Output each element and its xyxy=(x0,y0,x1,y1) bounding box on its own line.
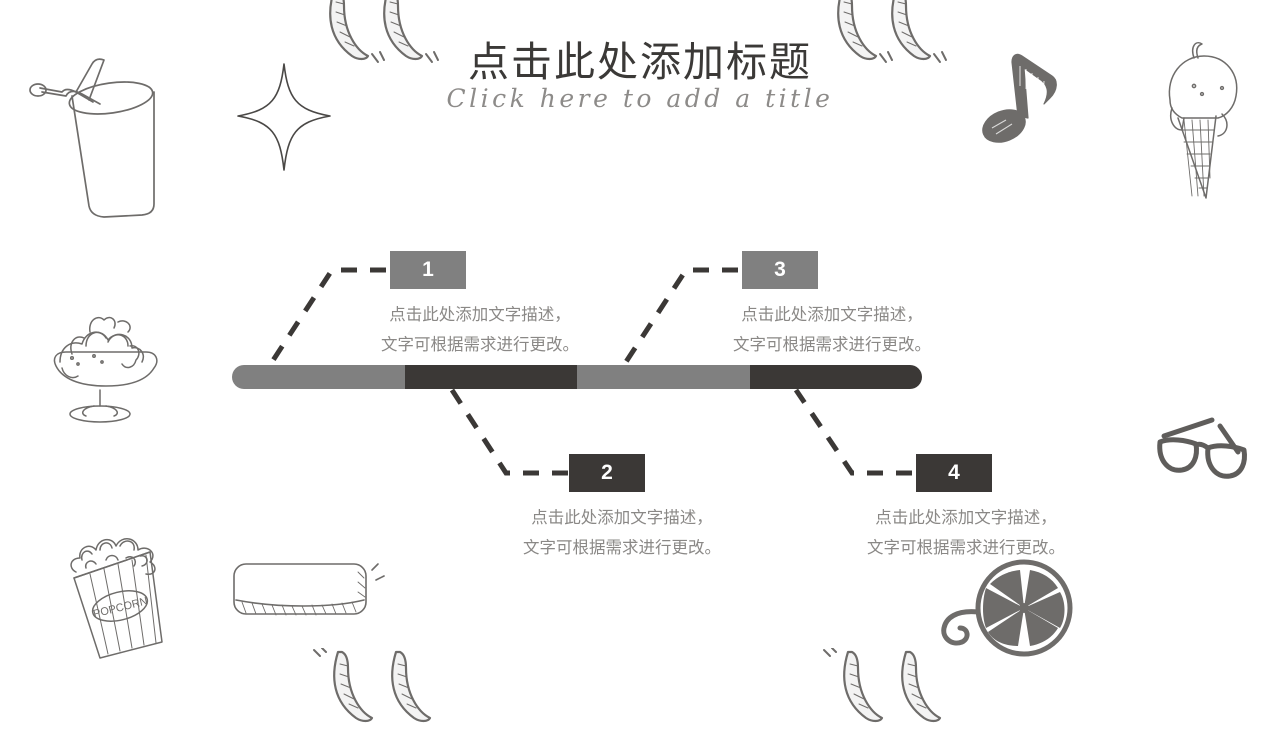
film-reel-doodle xyxy=(922,556,1082,666)
step-description-1[interactable]: 点击此处添加文字描述， 文字可根据需求进行更改。 xyxy=(330,300,630,360)
step-number-chip-4[interactable]: 4 xyxy=(916,454,992,492)
title-english: Click here to add a title xyxy=(446,84,834,113)
banana-pair-doodle-bottom-left xyxy=(312,648,452,730)
step-description-3-line2: 文字可根据需求进行更改。 xyxy=(733,335,931,354)
step-description-1-line2: 文字可根据需求进行更改。 xyxy=(381,335,579,354)
progress-bar-segment-4 xyxy=(749,365,922,389)
step-description-1-line1: 点击此处添加文字描述， xyxy=(389,305,571,324)
step-number-chip-2[interactable]: 2 xyxy=(569,454,645,492)
glasses-doodle xyxy=(1146,412,1266,484)
step-number-chip-3[interactable]: 3 xyxy=(742,251,818,289)
popcorn-label: POPCORN xyxy=(92,595,149,620)
popcorn-box-doodle: POPCORN xyxy=(46,512,196,664)
step-description-3-line1: 点击此处添加文字描述， xyxy=(741,305,923,324)
step-description-4-line1: 点击此处添加文字描述， xyxy=(875,508,1057,527)
step-description-2-line1: 点击此处添加文字描述， xyxy=(531,508,713,527)
step-description-4[interactable]: 点击此处添加文字描述， 文字可根据需求进行更改。 xyxy=(816,503,1116,563)
progress-bar xyxy=(232,365,922,389)
step-description-2[interactable]: 点击此处添加文字描述， 文字可根据需求进行更改。 xyxy=(472,503,772,563)
ticket-doodle xyxy=(228,556,388,626)
ice-cream-sundae-doodle xyxy=(42,302,172,424)
title-chinese: 点击此处添加标题 xyxy=(468,38,812,86)
step-number-chip-1[interactable]: 1 xyxy=(390,251,466,289)
banana-pair-doodle-bottom-right xyxy=(822,648,962,730)
progress-bar-segment-3 xyxy=(577,365,750,389)
step-description-4-line2: 文字可根据需求进行更改。 xyxy=(867,538,1065,557)
page-title: 点击此处添加标题 Click here to add a title xyxy=(0,38,1280,116)
progress-bar-segment-2 xyxy=(404,365,577,389)
progress-bar-segment-1 xyxy=(232,365,405,389)
step-description-2-line2: 文字可根据需求进行更改。 xyxy=(523,538,721,557)
step-description-3[interactable]: 点击此处添加文字描述， 文字可根据需求进行更改。 xyxy=(682,300,982,360)
